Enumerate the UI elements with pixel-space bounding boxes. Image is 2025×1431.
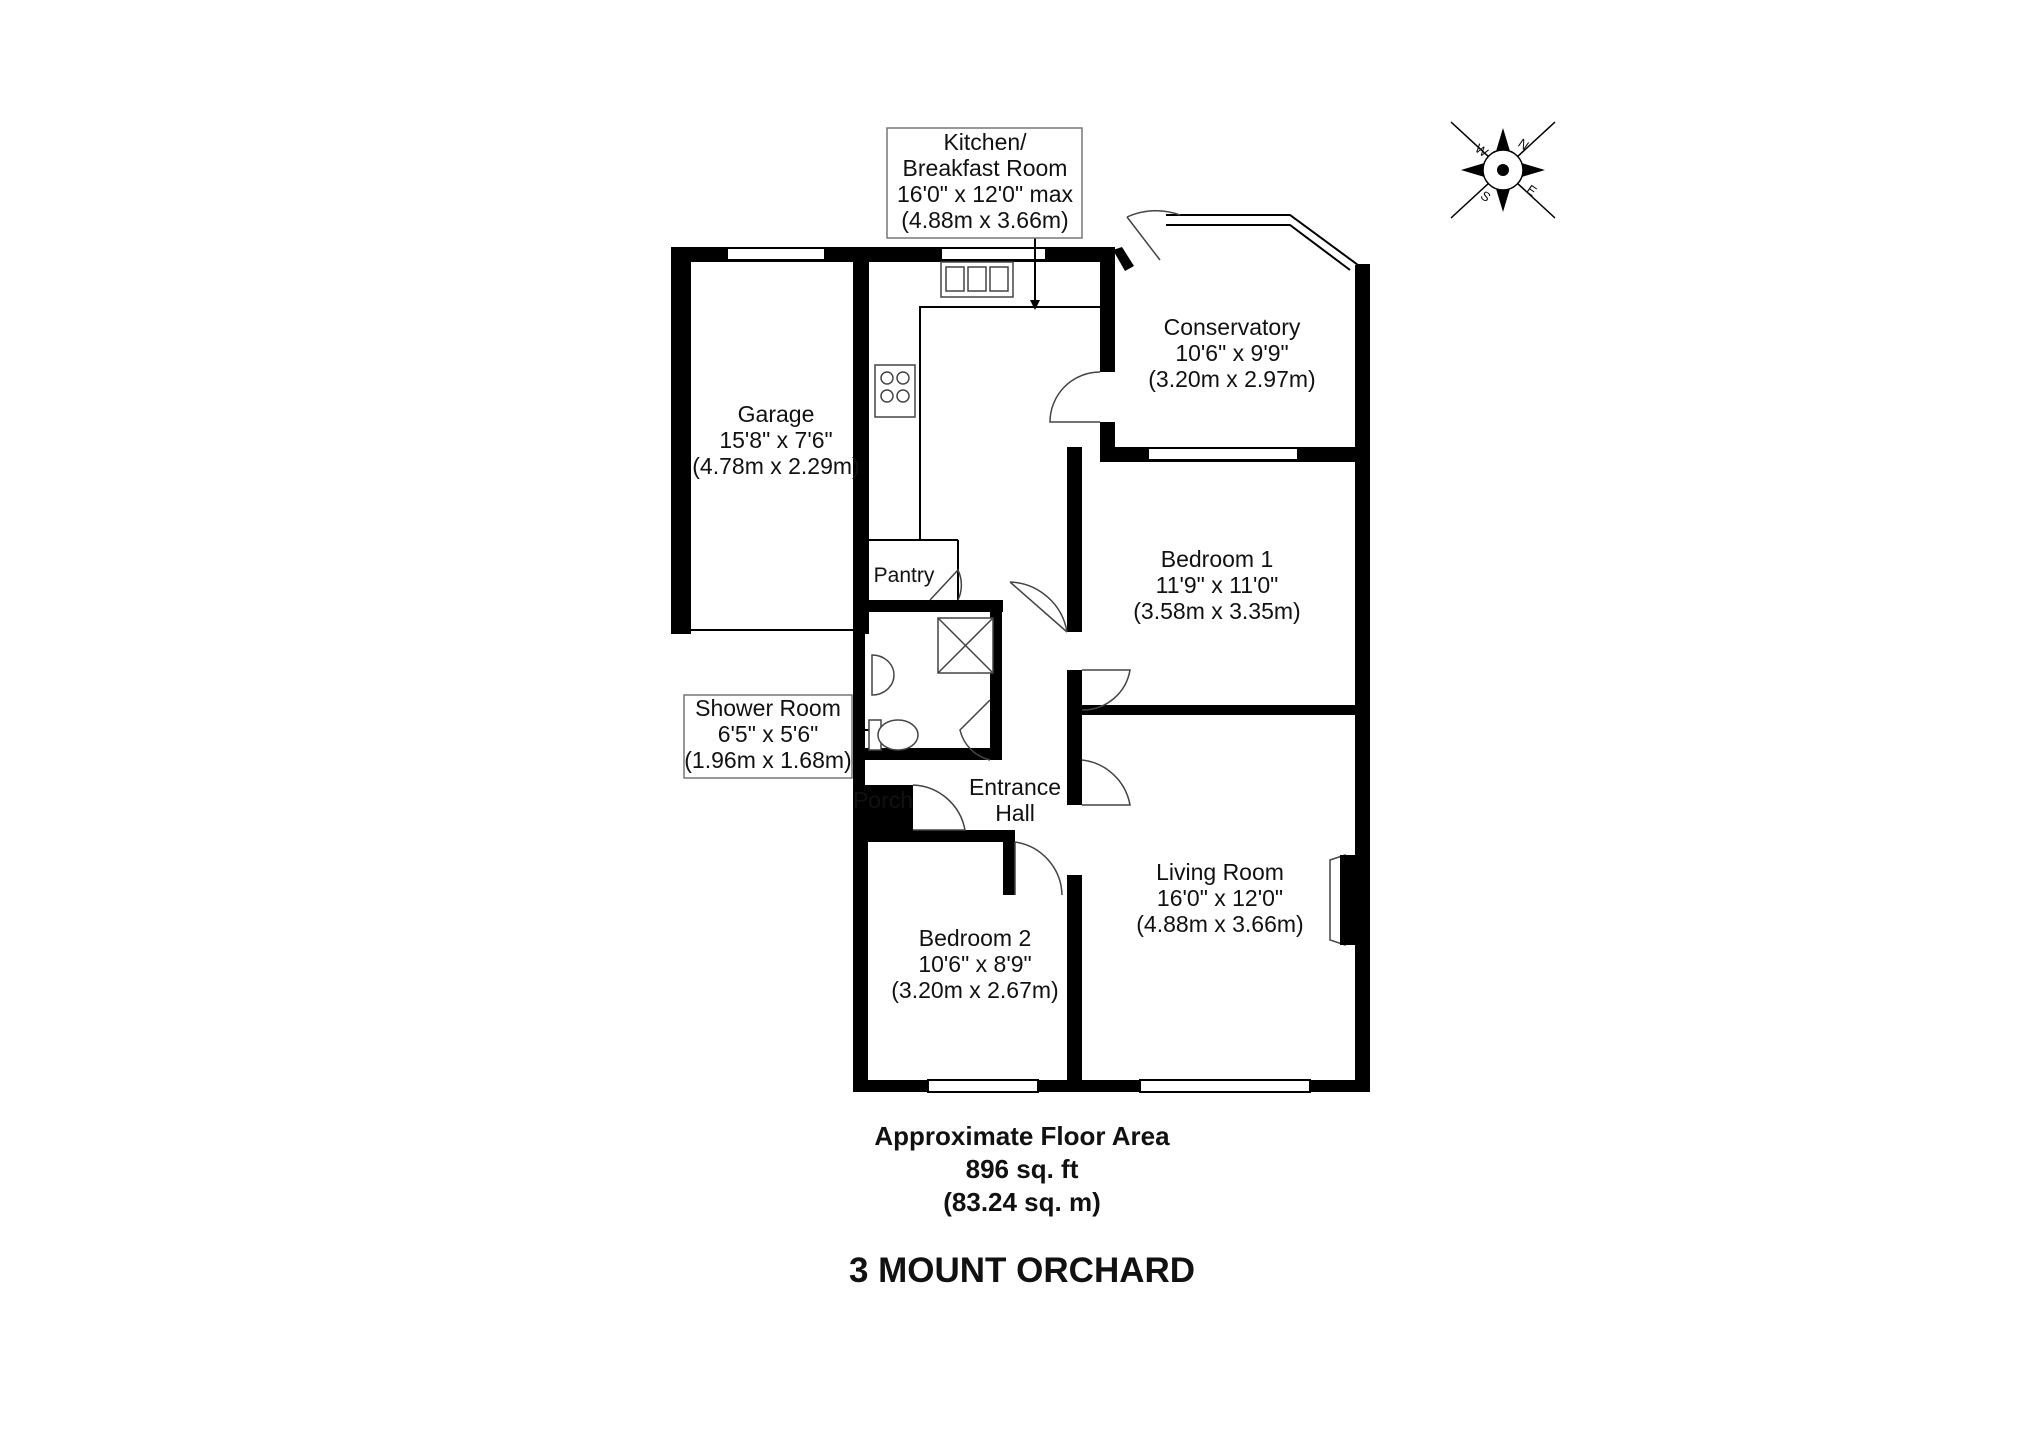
floor-area-title: Approximate Floor Area — [874, 1121, 1170, 1151]
windows — [726, 214, 1370, 1093]
address-title: 3 MOUNT ORCHARD — [849, 1251, 1195, 1290]
bedroom1-name: Bedroom 1 — [1161, 546, 1274, 572]
living-name: Living Room — [1156, 859, 1284, 885]
living-dim-metric: (4.88m x 3.66m) — [1136, 911, 1303, 937]
shower-label-box — [683, 694, 853, 779]
compass-n: N — [1515, 135, 1531, 153]
bedroom2-name: Bedroom 2 — [919, 925, 1032, 951]
shower-dim-metric: (1.96m x 1.68m) — [684, 747, 851, 773]
porch-label: Porch — [853, 787, 913, 813]
garage-name: Garage — [738, 401, 815, 427]
bedroom2-dim-metric: (3.20m x 2.67m) — [891, 977, 1058, 1003]
kitchen-label-box — [886, 127, 1083, 239]
bedroom1-dim-metric: (3.58m x 3.35m) — [1133, 598, 1300, 624]
kitchen-dim-metric: (4.88m x 3.66m) — [901, 207, 1068, 233]
shower-name: Shower Room — [695, 695, 841, 721]
bedroom1-label: Bedroom 1 11'9" x 11'0" (3.58m x 3.35m) — [1133, 546, 1300, 624]
hall-name-2: Hall — [995, 800, 1035, 826]
bedroom1-dim-imperial: 11'9" x 11'0" — [1156, 572, 1279, 598]
hall-label: Entrance Hall — [969, 774, 1061, 826]
floor-area: Approximate Floor Area 896 sq. ft (83.24… — [874, 1121, 1170, 1217]
shower-label: Shower Room 6'5" x 5'6" (1.96m x 1.68m) — [684, 695, 851, 773]
conservatory-dim-metric: (3.20m x 2.97m) — [1148, 366, 1315, 392]
kitchen-name-1: Kitchen/ — [943, 129, 1027, 155]
doors — [912, 210, 1181, 896]
interior-lines — [691, 238, 1100, 735]
floor-area-sqft: 896 sq. ft — [966, 1154, 1079, 1184]
kitchen-name-2: Breakfast Room — [903, 155, 1068, 181]
floor-area-sqm: (83.24 sq. m) — [943, 1187, 1101, 1217]
garage-dim-metric: (4.78m x 2.29m) — [692, 453, 859, 479]
compass-e: E — [1524, 182, 1540, 199]
fixtures — [868, 261, 1355, 947]
pantry-label: Pantry — [874, 564, 935, 587]
conservatory-name: Conservatory — [1164, 314, 1301, 340]
garage-dim-imperial: 15'8" x 7'6" — [719, 427, 832, 453]
conservatory-dim-imperial: 10'6" x 9'9" — [1175, 340, 1288, 366]
kitchen-dim-imperial: 16'0" x 12'0" max — [897, 181, 1073, 207]
kitchen-label: Kitchen/ Breakfast Room 16'0" x 12'0" ma… — [897, 129, 1073, 233]
garage-label: Garage 15'8" x 7'6" (4.78m x 2.29m) — [692, 401, 859, 479]
hall-name-1: Entrance — [969, 774, 1061, 800]
shower-dim-imperial: 6'5" x 5'6" — [718, 721, 819, 747]
conservatory-label: Conservatory 10'6" x 9'9" (3.20m x 2.97m… — [1148, 314, 1315, 392]
compass-icon: N E S W — [1450, 121, 1556, 219]
bedroom2-dim-imperial: 10'6" x 8'9" — [918, 951, 1031, 977]
living-dim-imperial: 16'0" x 12'0" — [1157, 885, 1283, 911]
bedroom2-label: Bedroom 2 10'6" x 8'9" (3.20m x 2.67m) — [891, 925, 1058, 1003]
living-label: Living Room 16'0" x 12'0" (4.88m x 3.66m… — [1136, 859, 1303, 937]
